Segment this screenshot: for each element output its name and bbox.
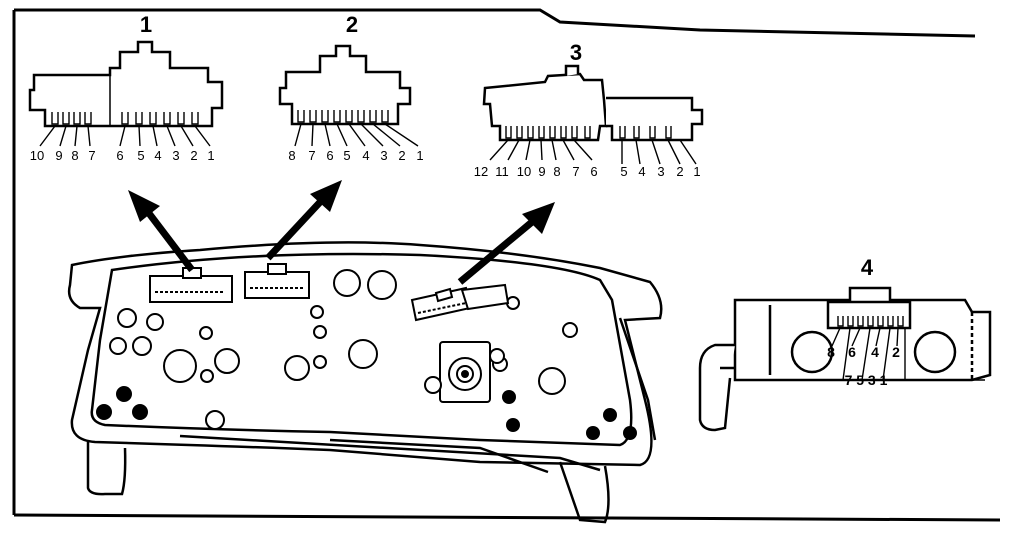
- connector-4-body: [698, 286, 992, 432]
- pin-label: 1: [416, 148, 423, 163]
- pin-label: 4: [871, 344, 879, 360]
- connector-2-title: 2: [346, 12, 358, 37]
- connector-2-pins: [294, 110, 419, 147]
- connector-3-title: 3: [570, 40, 582, 65]
- cluster-connector-1: [149, 267, 233, 303]
- pin-label: 4: [154, 148, 161, 163]
- connector-3-housing: [482, 64, 704, 142]
- pin-label: 10: [30, 148, 44, 163]
- page-border: [12, 8, 1001, 522]
- pin-label: 1: [693, 164, 700, 179]
- pin-label: 8: [827, 344, 835, 360]
- pin-label: 3: [172, 148, 179, 163]
- pin-label: 7: [308, 148, 315, 163]
- connector-4-pins: [831, 316, 985, 381]
- connector-4-title: 4: [861, 255, 874, 280]
- arrow-to-connector-1: [128, 190, 195, 273]
- pin-label: 2: [398, 148, 405, 163]
- connector-1-pins: [39, 112, 211, 147]
- pin-label: 4: [362, 148, 369, 163]
- pin-label: 7: [88, 148, 95, 163]
- instrument-cluster: [67, 241, 663, 524]
- pin-label: 6: [116, 148, 123, 163]
- pin-label: 2: [676, 164, 683, 179]
- pin-label: 5: [620, 164, 627, 179]
- cluster-holes: [109, 269, 578, 430]
- pin-label: 3: [380, 148, 387, 163]
- pin-label: 5: [137, 148, 144, 163]
- pin-label: 9: [538, 164, 545, 179]
- arrow-to-connector-3: [457, 202, 555, 285]
- pin-label: 6: [590, 164, 597, 179]
- pin-label: 9: [55, 148, 62, 163]
- arrow-to-connector-2: [265, 180, 342, 261]
- pin-label: 4: [638, 164, 645, 179]
- cluster-filled-holes: [96, 386, 637, 440]
- pin-label: 8: [71, 148, 78, 163]
- pin-label: 8: [288, 148, 295, 163]
- cluster-connector-3: [410, 283, 510, 322]
- pin-label: 6: [848, 344, 856, 360]
- connector-4-pin-labels-bottom: 7 5 3 1: [845, 372, 888, 388]
- pin-label: 2: [892, 344, 900, 360]
- pin-label: 2: [190, 148, 197, 163]
- cluster-connector-2: [244, 263, 310, 299]
- pin-label: 5: [343, 148, 350, 163]
- connector-2-housing: [278, 44, 412, 126]
- pin-label: 3: [657, 164, 664, 179]
- pin-label: 6: [326, 148, 333, 163]
- connector-3-pins: [489, 126, 697, 165]
- pin-label: 10: [517, 164, 531, 179]
- pin-label: 11: [495, 164, 509, 179]
- pin-label: 7: [572, 164, 579, 179]
- pin-label: 1: [207, 148, 214, 163]
- connector-1-title: 1: [140, 12, 152, 37]
- meter-block: [424, 341, 505, 403]
- pin-label: 12: [474, 164, 488, 179]
- connector-1-housing: [28, 40, 224, 128]
- pin-label: 8: [553, 164, 560, 179]
